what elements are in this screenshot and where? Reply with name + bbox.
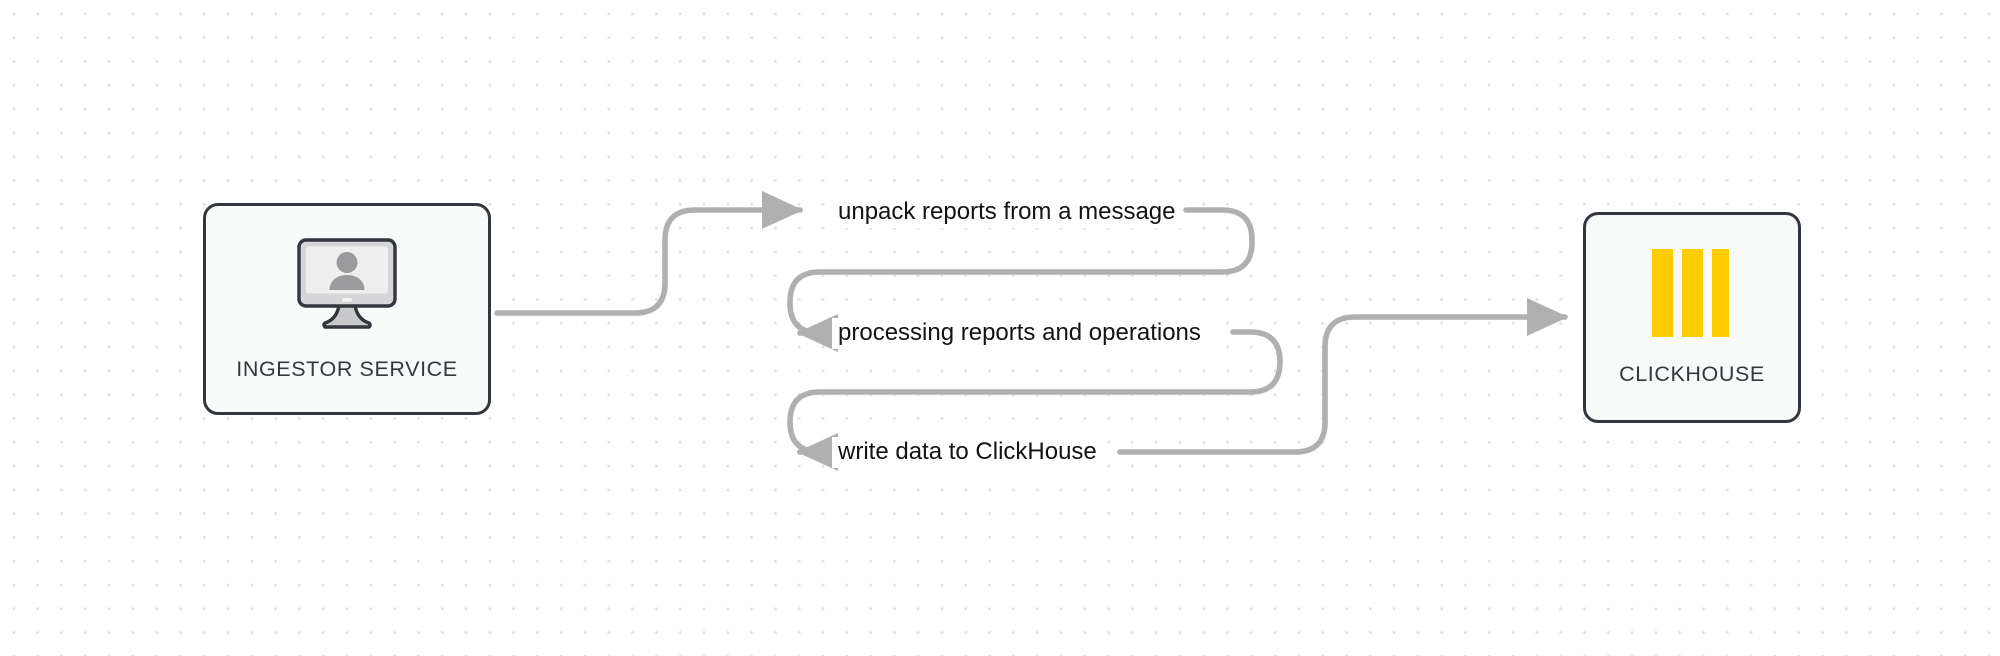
edge-segment-row1-to-row2 xyxy=(787,207,1255,353)
node-ingestor-service[interactable]: INGESTOR SERVICE xyxy=(203,203,491,415)
clickhouse-bars-icon xyxy=(1646,249,1738,342)
node-clickhouse-label: CLICKHOUSE xyxy=(1619,362,1765,387)
edge-label-write-data: write data to ClickHouse xyxy=(832,437,1103,468)
edge-segment-row2-to-row3 xyxy=(787,329,1283,472)
edge-segment-ingestor-to-row1 xyxy=(494,190,804,316)
node-clickhouse[interactable]: CLICKHOUSE xyxy=(1583,212,1801,423)
edge-label-processing-reports: processing reports and operations xyxy=(832,318,1207,349)
edge-label-unpack-reports: unpack reports from a message xyxy=(832,197,1182,228)
monitor-user-icon xyxy=(291,237,403,336)
node-ingestor-service-label: INGESTOR SERVICE xyxy=(236,357,458,382)
